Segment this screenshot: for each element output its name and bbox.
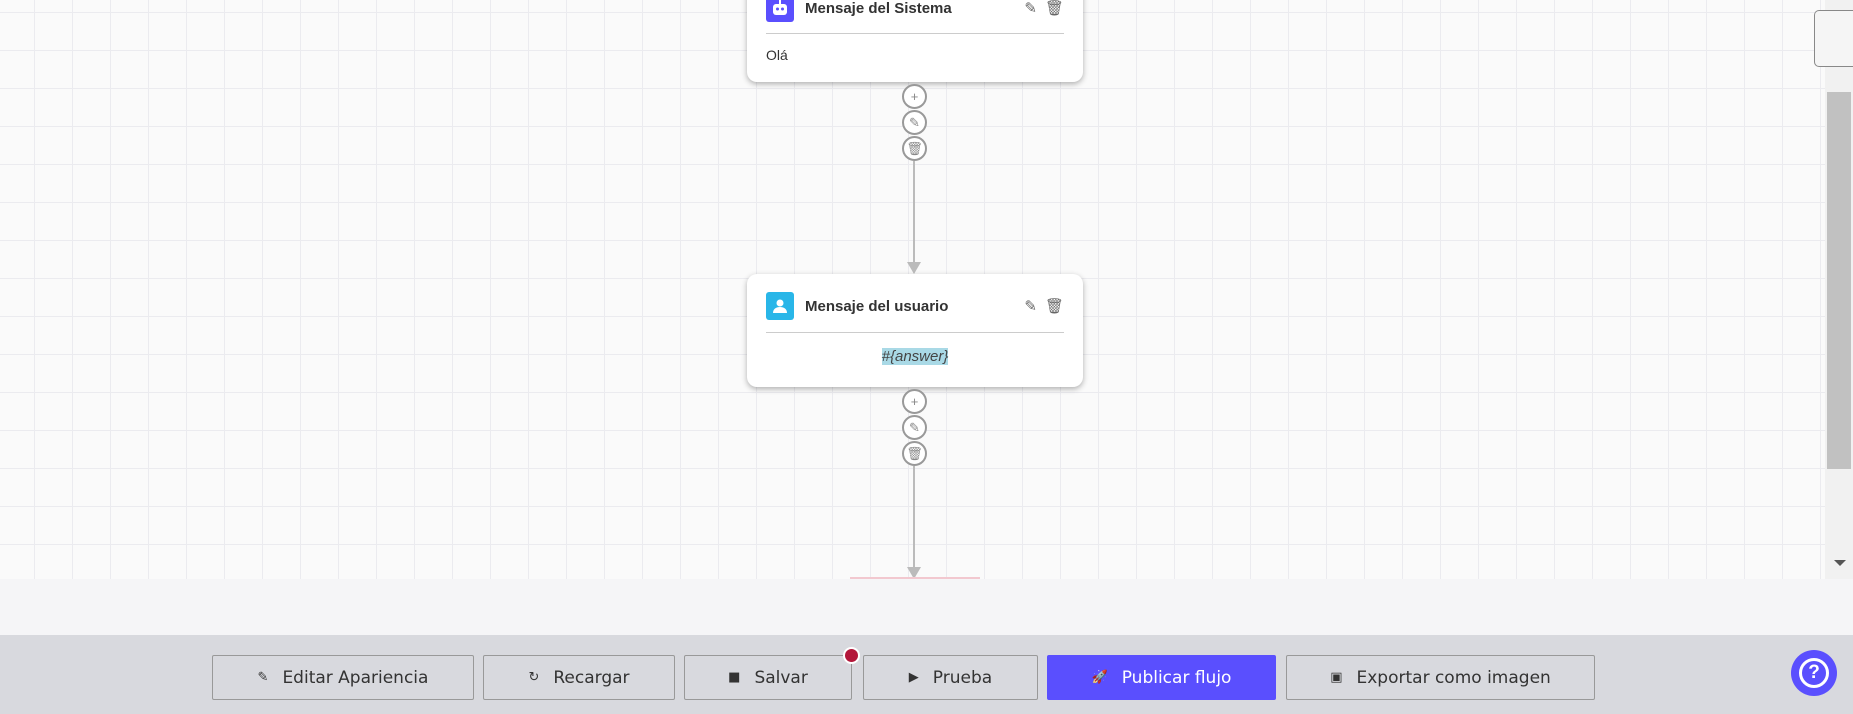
publish-flow-button[interactable]: 🚀 Publicar flujo xyxy=(1047,655,1276,700)
button-label: Salvar xyxy=(754,667,808,688)
question-icon: ? xyxy=(1799,658,1829,688)
trash-icon[interactable]: 🗑 xyxy=(1044,0,1064,17)
reload-button[interactable]: ↻ Recargar xyxy=(483,655,675,700)
edit-icon[interactable]: ✎ xyxy=(1024,0,1037,17)
edit-connection-button[interactable]: ✎ xyxy=(902,110,927,135)
button-label: Editar Apariencia xyxy=(282,667,429,688)
test-button[interactable]: ▶ Prueba xyxy=(863,655,1038,700)
connector-line xyxy=(913,466,915,568)
node-title: Mensaje del Sistema xyxy=(805,0,952,17)
edit-appearance-button[interactable]: ✎ Editar Apariencia xyxy=(212,655,474,700)
delete-connection-button[interactable]: 🗑 xyxy=(902,136,927,161)
edit-icon[interactable]: ✎ xyxy=(1024,298,1037,315)
node-title: Mensaje del usuario xyxy=(805,297,949,315)
export-image-button[interactable]: ▣ Exportar como imagen xyxy=(1286,655,1595,700)
button-label: Prueba xyxy=(932,667,993,688)
node-user-message[interactable]: Mensaje del usuario ✎ 🗑 #{answer} xyxy=(747,274,1083,387)
edit-connection-button[interactable]: ✎ xyxy=(902,415,927,440)
help-button[interactable]: ? xyxy=(1791,650,1837,696)
arrow-icon xyxy=(907,567,921,579)
button-label: Recargar xyxy=(553,667,630,688)
add-node-button[interactable]: + xyxy=(902,389,927,414)
connector-line xyxy=(913,161,915,262)
save-icon: ■ xyxy=(728,670,741,685)
node-text: #{answer} xyxy=(881,348,949,365)
node-text: Olá xyxy=(766,47,788,63)
unsaved-indicator xyxy=(843,647,860,664)
scroll-down-icon[interactable] xyxy=(1834,560,1846,566)
button-label: Publicar flujo xyxy=(1121,667,1232,688)
divider xyxy=(766,33,1064,34)
save-button[interactable]: ■ Salvar xyxy=(684,655,852,700)
refresh-icon: ↻ xyxy=(528,670,540,685)
divider xyxy=(766,332,1064,333)
vertical-scrollbar[interactable] xyxy=(1825,0,1853,579)
play-icon: ▶ xyxy=(908,670,919,685)
trash-icon[interactable]: 🗑 xyxy=(1044,298,1064,315)
button-label: Exportar como imagen xyxy=(1356,667,1551,688)
next-node-edge xyxy=(850,577,980,579)
robot-icon xyxy=(766,0,794,22)
arrow-icon xyxy=(907,262,921,274)
rocket-icon: 🚀 xyxy=(1091,670,1108,685)
add-node-button[interactable]: + xyxy=(902,84,927,109)
minimap[interactable] xyxy=(1814,10,1853,67)
bottom-toolbar: ✎ Editar Apariencia ↻ Recargar ■ Salvar ▶ Pr… xyxy=(0,635,1853,714)
user-icon xyxy=(766,292,794,320)
node-system-message[interactable]: Mensaje del Sistema ✎ 🗑 Olá xyxy=(747,0,1083,82)
image-icon: ▣ xyxy=(1330,670,1343,685)
delete-connection-button[interactable]: 🗑 xyxy=(902,441,927,466)
flow-canvas[interactable]: Mensaje del Sistema ✎ 🗑 Olá + ✎ 🗑 Mensaj… xyxy=(0,0,1825,579)
scrollbar-thumb[interactable] xyxy=(1827,92,1851,469)
edit-icon: ✎ xyxy=(257,670,269,685)
